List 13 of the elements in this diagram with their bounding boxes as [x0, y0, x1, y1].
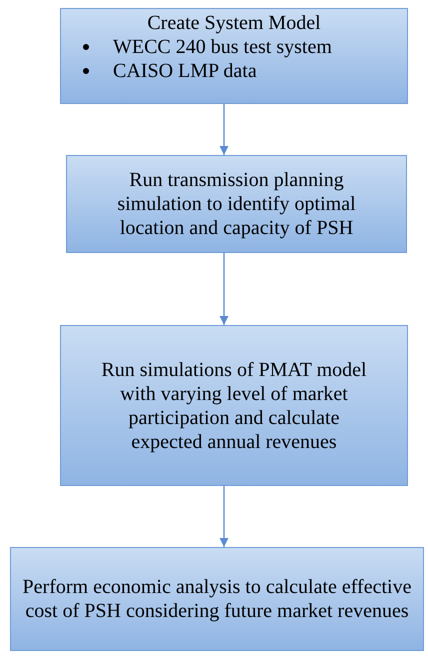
process-box	[10, 547, 424, 651]
bullet-item: WECC 240 bus test system	[113, 35, 332, 59]
box-text: Perform economic analysis to calculate effective cost of PSH considering future market revenues	[22, 575, 412, 623]
arrow	[219, 486, 229, 547]
box-text: Run simulations of PMAT model with varying level of market participation and calculate expected annual revenues	[100, 358, 368, 454]
process-box	[66, 155, 407, 253]
arrow	[219, 253, 229, 325]
box-heading: Create System Model	[147, 11, 321, 35]
process-box	[60, 8, 408, 104]
arrow	[219, 104, 229, 155]
process-box	[60, 325, 408, 486]
box-text: Run transmission planning simulation to identify optimal location and capacity of PSH	[116, 168, 357, 240]
bullet-item: CAISO LMP data	[113, 59, 257, 83]
